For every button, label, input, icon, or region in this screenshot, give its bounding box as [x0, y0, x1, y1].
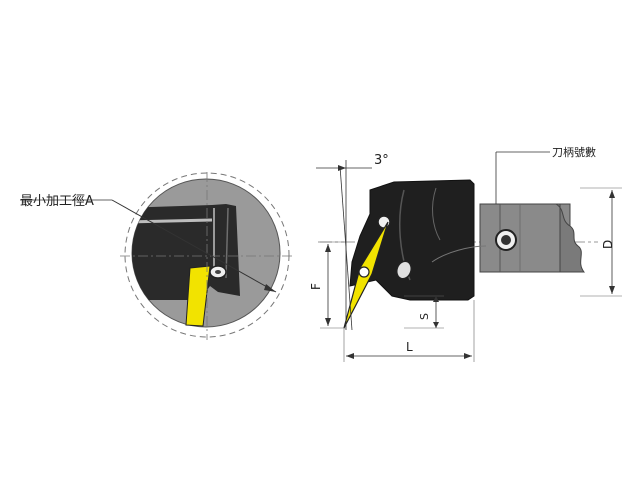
dim-s-label: S [418, 313, 431, 320]
dim-f-label: F [309, 283, 323, 290]
bore-insert [185, 265, 211, 327]
tool-head [349, 179, 475, 301]
head-hole-icon [395, 260, 413, 280]
shank-end [554, 203, 586, 273]
dim-d-label: D [601, 240, 615, 249]
bore-tool-body [132, 204, 240, 300]
boring-bar-drawing: 3° 刀柄號數 D F S L [309, 146, 622, 362]
min-bore-leader [111, 199, 277, 293]
min-bore-label: 最小加工徑A [20, 194, 94, 209]
angle-label: 3° [374, 153, 389, 168]
dim-l-label: L [406, 340, 413, 354]
shank [479, 203, 571, 273]
insert-hole-icon [358, 266, 370, 278]
angle-line-tilted [339, 165, 353, 331]
tool-number-label: 刀柄號數 [552, 146, 596, 159]
bore-detail: 最小加工徑A [20, 172, 292, 340]
clamp-screw-icon [377, 215, 391, 229]
